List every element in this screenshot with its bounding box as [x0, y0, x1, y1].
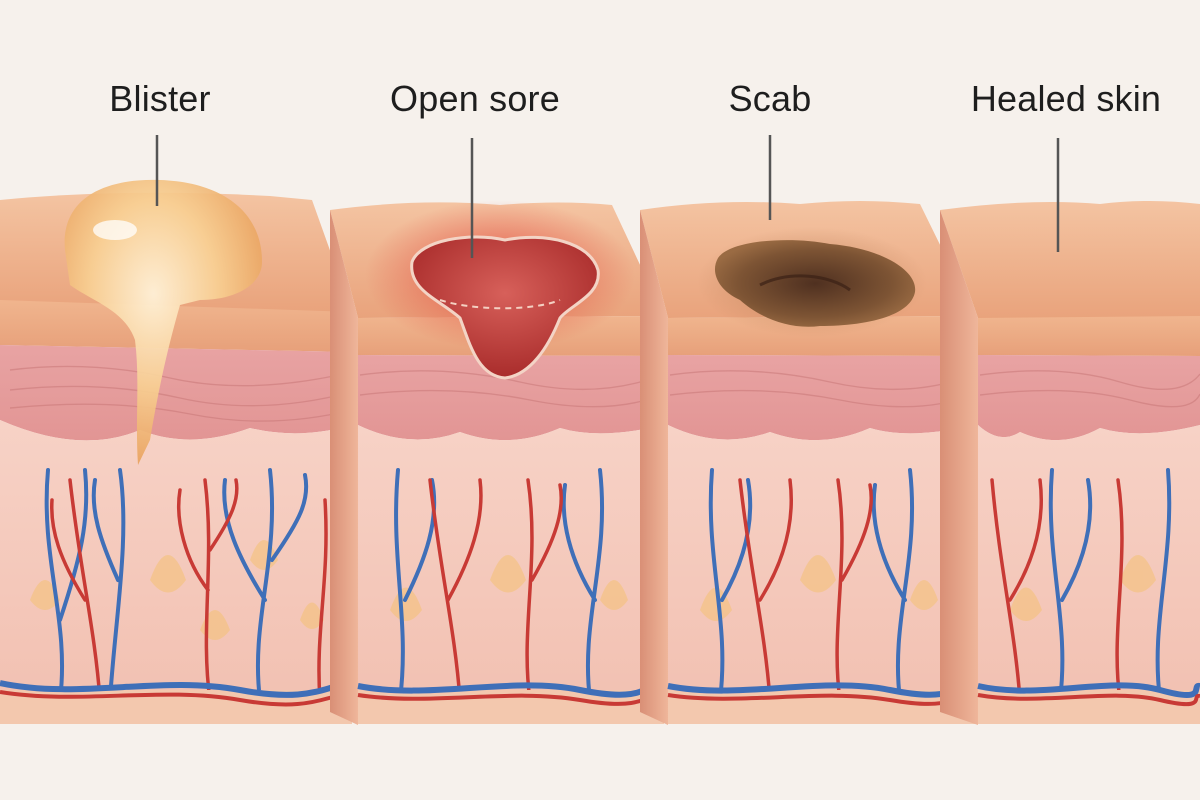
panel-open-sore	[330, 200, 665, 725]
label-blister: Blister	[109, 78, 211, 119]
capillary-vessel	[44, 468, 328, 702]
panel-healed-skin	[940, 201, 1200, 725]
label-open-sore: Open sore	[390, 78, 560, 119]
panel-scab	[640, 201, 976, 725]
label-scab: Scab	[728, 78, 812, 119]
label-healed-skin: Healed skin	[970, 78, 1162, 119]
leader-lines	[155, 135, 1060, 258]
panel-blister	[0, 179, 353, 724]
